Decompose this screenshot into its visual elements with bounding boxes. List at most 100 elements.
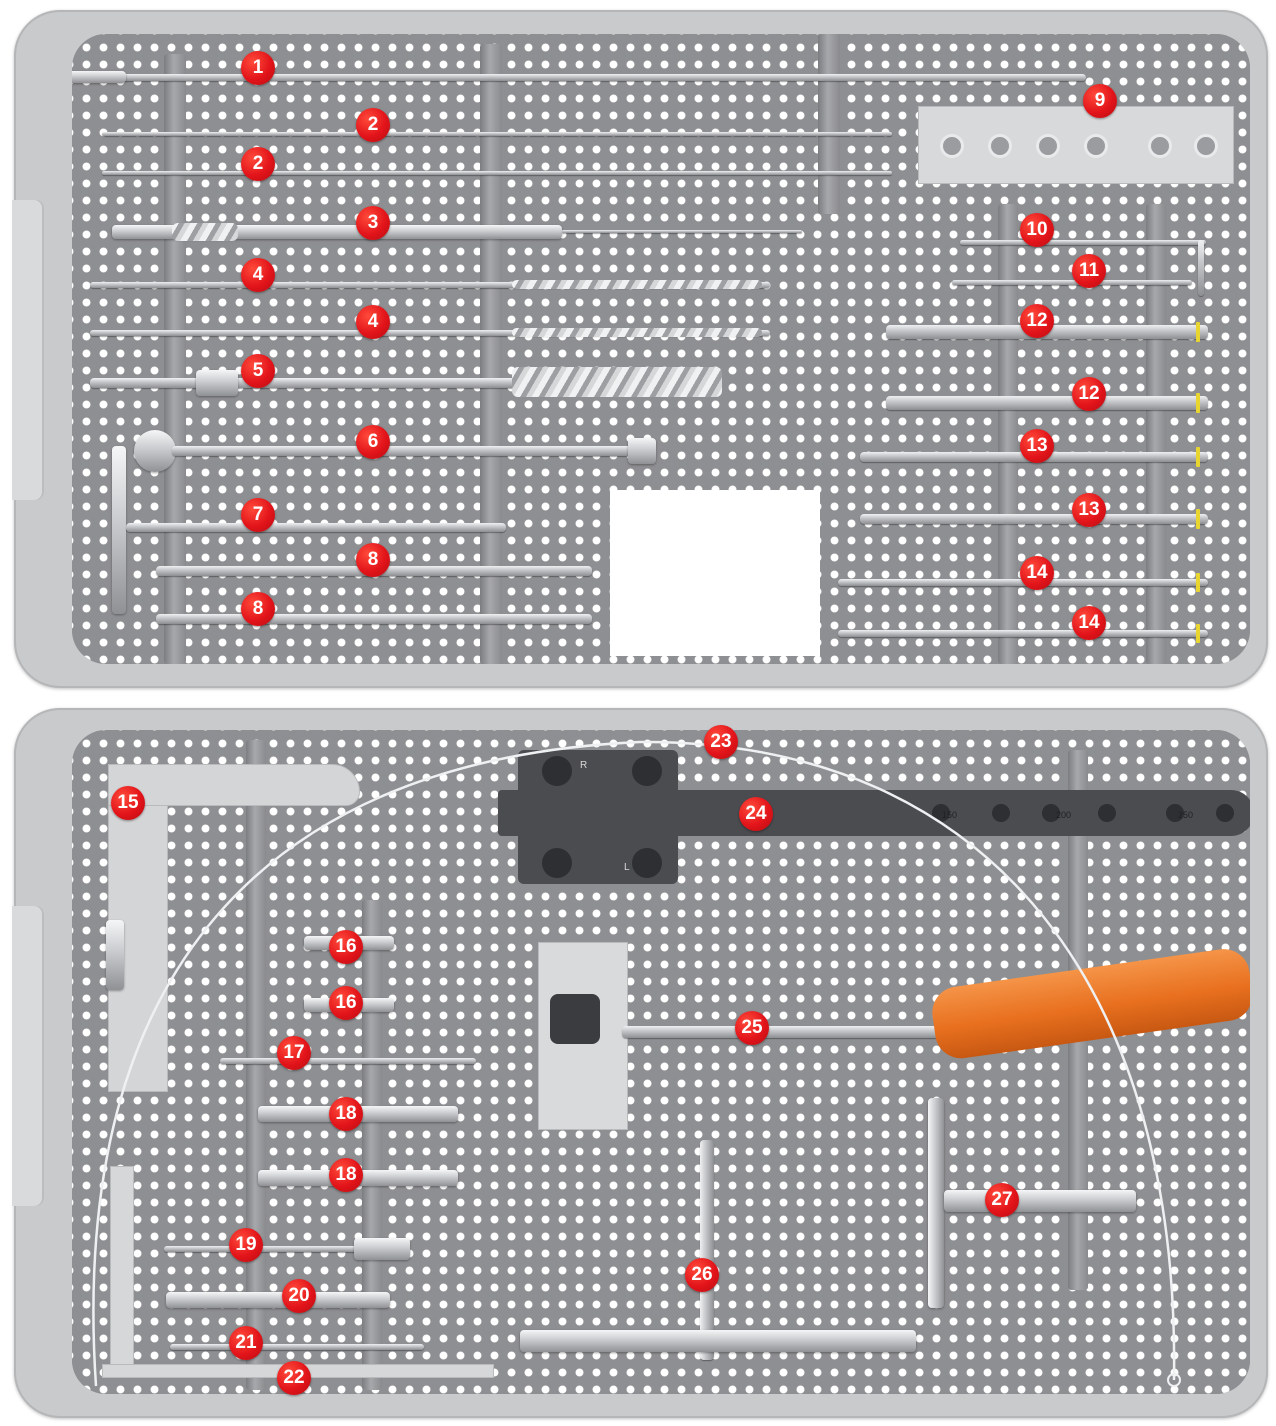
instrument-10-hex-key-bend: [1198, 240, 1204, 296]
block-hole: [632, 756, 662, 786]
instrument-8-rod-b[interactable]: [156, 614, 592, 624]
sleeve-hole: [940, 134, 964, 158]
label-badge: 16: [329, 930, 363, 964]
top-tray-floor: [72, 34, 1250, 664]
yellow-ring: [1196, 509, 1200, 529]
instrument-1-guide-rod[interactable]: [72, 74, 1086, 81]
label-badge: 21: [229, 1326, 263, 1360]
label-badge: 8: [241, 592, 275, 626]
instrument-19-pin[interactable]: [164, 1246, 410, 1252]
block-hole: [542, 756, 572, 786]
label-badge: 8: [356, 543, 390, 577]
label-badge: 25: [735, 1011, 769, 1045]
label-badge: 15: [111, 786, 145, 820]
instrument-5-shaft[interactable]: [90, 378, 520, 388]
instrument-6-shaft[interactable]: [172, 446, 652, 456]
rail: [1146, 204, 1166, 664]
bottom-tray-handle[interactable]: [12, 906, 44, 1206]
instrument-15-arm: [108, 764, 360, 806]
rail: [246, 740, 266, 1390]
instrument-2-wire-b[interactable]: [102, 171, 892, 175]
sleeve-hole: [1148, 134, 1172, 158]
arm-hole: [992, 804, 1010, 822]
instrument-22-frame[interactable]: [110, 1166, 134, 1372]
rail: [362, 900, 382, 1390]
instrument-10-hex-key[interactable]: [960, 240, 1206, 245]
label-badge: 13: [1072, 493, 1106, 527]
label-badge: 23: [704, 725, 738, 759]
yellow-ring: [1196, 624, 1200, 643]
label-badge: 10: [1020, 213, 1054, 247]
sleeve-hole: [988, 134, 1012, 158]
label-badge: 18: [329, 1097, 363, 1131]
instrument-19-knob: [354, 1238, 410, 1260]
scale-label: 150: [942, 810, 958, 820]
instrument-4-drill-a[interactable]: [90, 282, 770, 288]
instrument-3-wire: [562, 230, 802, 233]
sleeve-hole: [1084, 134, 1108, 158]
rail: [998, 204, 1018, 664]
label-badge: 24: [739, 797, 773, 831]
instrument-21-wrench[interactable]: [170, 1344, 424, 1350]
label-badge: 20: [282, 1279, 316, 1313]
instrument-2-wire-a[interactable]: [102, 132, 892, 136]
instrument-6-knob[interactable]: [134, 430, 176, 472]
label-badge: 2: [356, 108, 390, 142]
rail: [164, 54, 186, 664]
instrument-4-flute-b: [512, 328, 762, 337]
label-badge: 14: [1072, 606, 1106, 640]
guide-wire-end: [1167, 1373, 1181, 1387]
holder-slot: [550, 994, 600, 1044]
instrument-11-probe[interactable]: [952, 280, 1192, 285]
instrument-13-pin-b[interactable]: [860, 514, 1208, 524]
instrument-5-collar: [196, 370, 238, 396]
arm-hole: [932, 804, 950, 822]
label-badge: 12: [1020, 304, 1054, 338]
instrument-7-shaft[interactable]: [126, 523, 506, 532]
label-badge: 14: [1020, 556, 1054, 590]
label-badge: 4: [241, 258, 275, 292]
arm-hole: [1216, 804, 1234, 822]
label-badge: 4: [356, 305, 390, 339]
instrument-25-shaft[interactable]: [622, 1026, 940, 1038]
yellow-ring: [1196, 322, 1200, 342]
yellow-ring: [1196, 573, 1200, 592]
instrument-3-threads: [172, 223, 238, 241]
instrument-17-pin[interactable]: [220, 1058, 476, 1064]
rail: [480, 44, 502, 664]
label-badge: 3: [356, 206, 390, 240]
block-hole: [632, 848, 662, 878]
top-tray: [12, 10, 1268, 688]
block-letter: L: [624, 862, 630, 873]
instrument-15-hinge: [106, 920, 124, 990]
instrument-26-crossbar[interactable]: [520, 1330, 916, 1352]
instrument-4-drill-b[interactable]: [90, 330, 770, 336]
sleeve-hole: [1194, 134, 1218, 158]
label-badge: 6: [356, 425, 390, 459]
instrument-7-t-bar[interactable]: [112, 446, 126, 614]
bottom-tray-floor: [72, 730, 1250, 1394]
yellow-ring: [1196, 393, 1200, 413]
instrument-4-flute-a: [512, 280, 762, 289]
instrument-27-bar[interactable]: [928, 1098, 944, 1308]
label-badge: 11: [1072, 254, 1106, 288]
instrument-5-flutes: [512, 367, 722, 397]
label-badge: 19: [229, 1228, 263, 1262]
label-badge: 1: [241, 51, 275, 85]
label-badge: 7: [241, 498, 275, 532]
instrument-12-pin-b[interactable]: [886, 396, 1208, 410]
instrument-14-pin-b[interactable]: [838, 630, 1208, 637]
block-hole: [542, 848, 572, 878]
guide-wire-path: [92, 740, 1176, 1387]
label-badge: 13: [1020, 429, 1054, 463]
instrument-26-shaft[interactable]: [700, 1140, 714, 1360]
top-tray-handle[interactable]: [12, 200, 44, 500]
label-badge: 12: [1072, 377, 1106, 411]
arm-hole: [1166, 804, 1184, 822]
scale-label: 200: [1056, 810, 1072, 820]
instrument-9-sleeve-block[interactable]: [918, 106, 1234, 184]
label-badge: 26: [685, 1258, 719, 1292]
instrument-20-tapered[interactable]: [166, 1292, 390, 1308]
label-badge: 2: [241, 147, 275, 181]
